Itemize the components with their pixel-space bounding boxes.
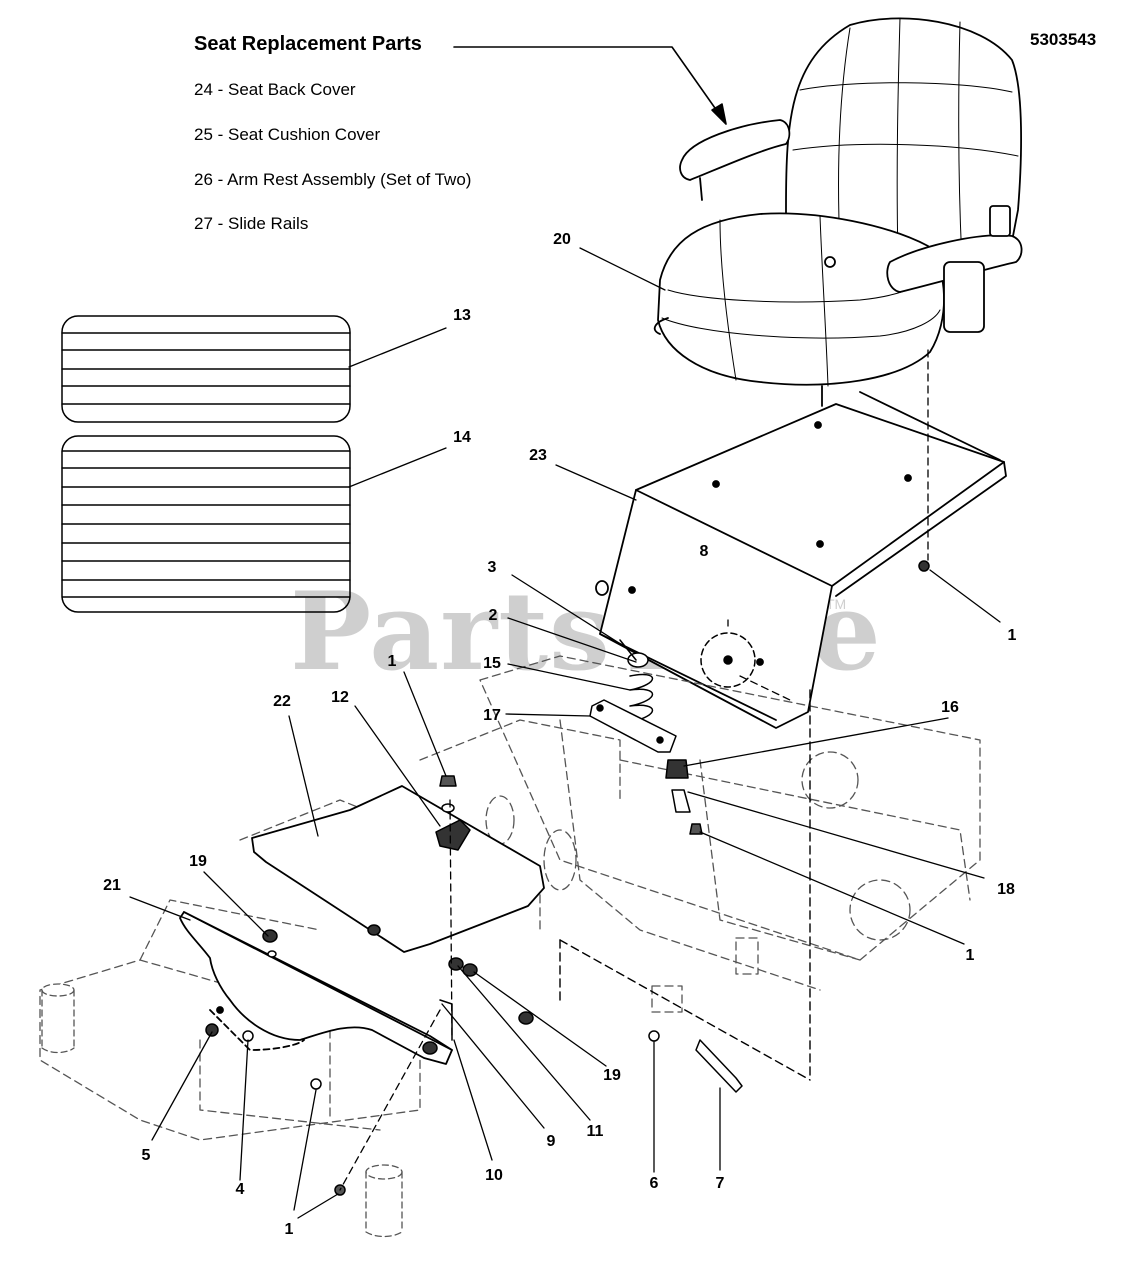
replacement-parts-title: Seat Replacement Parts [194, 33, 422, 55]
frame-posts [41, 983, 403, 1238]
callout-4: 4 [235, 1181, 245, 1198]
callout-20: 20 [553, 231, 571, 248]
callout-19: 19 [603, 1067, 621, 1084]
callout-14: 14 [453, 429, 471, 446]
callout-15: 15 [483, 655, 501, 672]
trademark-mark: TM [826, 596, 847, 612]
callout-5: 5 [141, 1147, 151, 1164]
callout-13: 13 [453, 307, 471, 324]
callout-19: 19 [189, 853, 207, 870]
callout-1: 1 [1007, 627, 1017, 644]
foot-plate [179, 911, 453, 1065]
callout-21: 21 [103, 877, 121, 894]
mower-frame [39, 655, 981, 1141]
callout-10: 10 [485, 1167, 503, 1184]
decal-13 [61, 315, 351, 423]
callout-22: 22 [273, 693, 291, 710]
callout-11: 11 [586, 1123, 604, 1140]
callout-18: 18 [997, 881, 1015, 898]
callout-7: 7 [715, 1175, 725, 1192]
seat-pan [595, 391, 1007, 729]
alignment-lines [339, 349, 929, 1191]
callout-12: 12 [331, 689, 349, 706]
callout-8: 8 [699, 543, 709, 560]
callout-16: 16 [941, 699, 959, 716]
document-id: 5303543 [1030, 30, 1097, 49]
callout-17: 17 [483, 707, 501, 724]
title-leader-arrow [453, 46, 727, 125]
replacement-part-item: 26 - Arm Rest Assembly (Set of Two) [194, 170, 472, 189]
callout-3: 3 [487, 559, 497, 576]
replacement-part-item: 27 - Slide Rails [194, 214, 309, 233]
callout-9: 9 [546, 1133, 556, 1150]
hardware [205, 560, 930, 1196]
decal-14 [61, 435, 351, 613]
callout-6: 6 [649, 1175, 659, 1192]
callout-1: 1 [387, 653, 397, 670]
callout-1: 1 [284, 1221, 294, 1238]
replacement-part-item: 24 - Seat Back Cover [194, 80, 356, 99]
callout-23: 23 [529, 447, 547, 464]
replacement-part-item: 25 - Seat Cushion Cover [194, 125, 381, 144]
floor-plate [251, 785, 545, 953]
callout-2: 2 [488, 607, 498, 624]
seat-assembly [653, 17, 1023, 407]
callout-1: 1 [965, 947, 975, 964]
leader-lines [129, 247, 1001, 1219]
